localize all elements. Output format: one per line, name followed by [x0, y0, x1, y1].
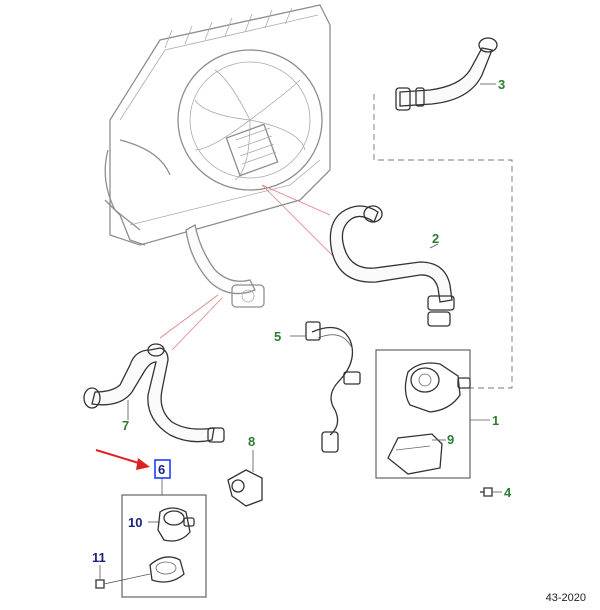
part-5-wiring-harness [290, 321, 361, 453]
callout-11: 11 [92, 550, 106, 565]
callout-3: 3 [498, 77, 505, 92]
callout-2: 2 [432, 231, 439, 246]
link-3-to-pump [373, 94, 513, 389]
callout-8: 8 [248, 434, 255, 449]
callout-6: 6 [158, 462, 165, 477]
part-3-upper-hose [395, 37, 498, 111]
red-indicator-arrow [95, 449, 150, 470]
callout-7: 7 [122, 418, 129, 433]
part-11-bolt [95, 565, 151, 589]
callout-4: 4 [504, 485, 512, 500]
callout-9: 9 [447, 432, 454, 447]
part-1-pump-frame [375, 349, 490, 479]
part-10-auxiliary-pump [148, 507, 195, 542]
electric-water-pump [404, 362, 471, 413]
drawing-reference: 43-2020 [545, 592, 586, 604]
radiator-fan-assembly [104, 4, 331, 308]
part-4-bolt [480, 487, 502, 497]
part-8-connector [227, 450, 263, 507]
part-7-lower-hose [83, 343, 225, 443]
part-2-hose [329, 205, 455, 327]
pump-clamp [149, 556, 185, 583]
callout-1: 1 [492, 413, 499, 428]
callout-5: 5 [274, 329, 281, 344]
highlight-box [154, 459, 171, 479]
part-6-frame [121, 478, 207, 598]
part-9-bracket [387, 433, 446, 475]
guide-lines [159, 184, 336, 351]
callout-10: 10 [128, 515, 142, 530]
